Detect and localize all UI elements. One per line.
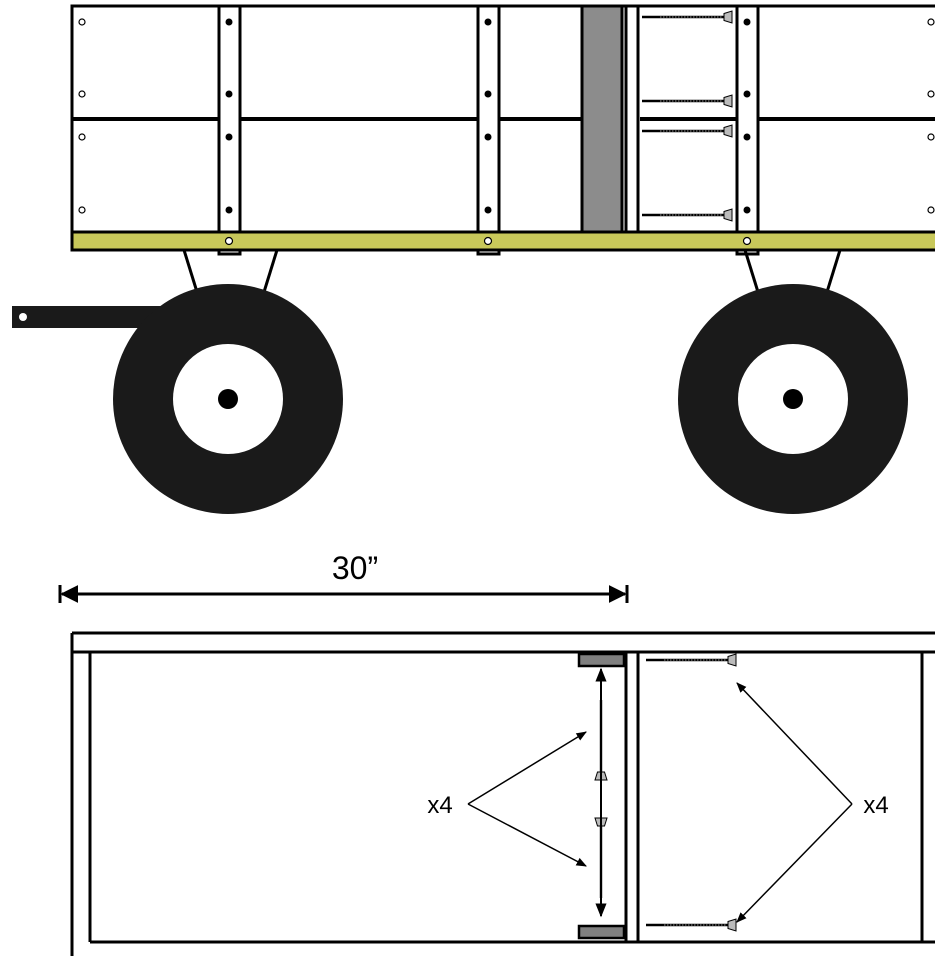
stake-bolts xyxy=(225,18,751,214)
stake-1 xyxy=(217,4,242,256)
cleat-top xyxy=(577,652,626,668)
dimension-label: 30” xyxy=(332,550,378,586)
wagon-tongue xyxy=(12,306,177,328)
divider-board xyxy=(580,4,624,234)
edge-holes xyxy=(78,18,935,214)
bed-rail xyxy=(70,230,935,252)
divider-top xyxy=(624,650,640,944)
count-label-right: x4 xyxy=(863,792,888,819)
divider-cleat xyxy=(624,4,640,234)
horizontal-screws xyxy=(644,652,738,933)
stake-2 xyxy=(476,4,501,256)
callout-pointers-left xyxy=(467,731,587,867)
axle-supports xyxy=(182,249,842,293)
count-label-left: x4 xyxy=(427,792,452,819)
rail-holes xyxy=(224,236,752,246)
rear-wheel xyxy=(678,284,908,514)
callout-pointers-right xyxy=(736,682,853,923)
top-view: x4 x4 xyxy=(70,631,935,956)
cleat-bottom xyxy=(577,924,626,940)
dimension-line xyxy=(58,585,629,603)
stake-3 xyxy=(735,4,760,256)
front-wheel xyxy=(113,284,343,514)
side-view xyxy=(12,4,935,514)
